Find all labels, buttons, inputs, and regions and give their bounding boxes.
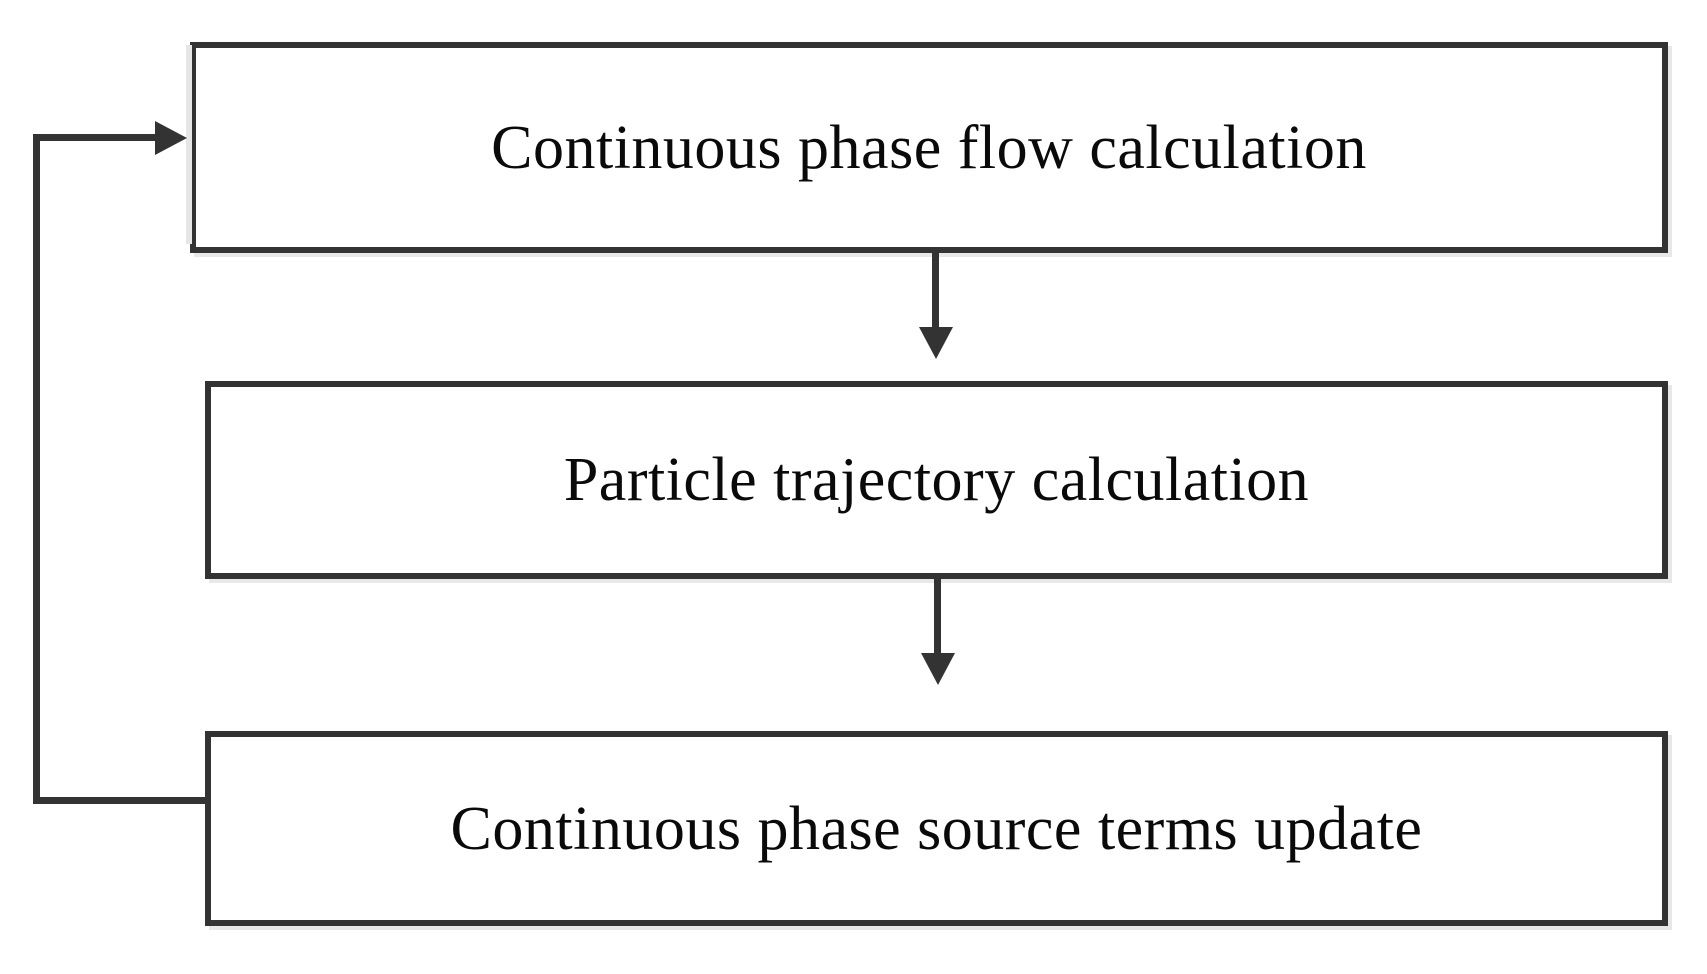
process-box-label: Particle trajectory calculation	[563, 446, 1310, 514]
connector-trajectory-to-source-line	[934, 576, 941, 668]
process-box-label: Continuous phase source terms update	[450, 794, 1423, 863]
process-box-particle-trajectory-calculation[interactable]: Particle trajectory calculation	[205, 381, 1668, 579]
process-box-continuous-phase-flow-calculation[interactable]: Continuous phase flow calculation	[186, 42, 1668, 253]
feedback-loop-top-segment	[33, 134, 160, 141]
process-box-label: Continuous phase flow calculation	[491, 113, 1367, 182]
arrow-down-icon	[919, 327, 953, 359]
process-box-continuous-phase-source-terms-update[interactable]: Continuous phase source terms update	[205, 731, 1668, 926]
connector-flow-to-trajectory-line	[932, 250, 939, 342]
arrow-right-icon	[155, 121, 187, 155]
arrow-down-icon	[921, 653, 955, 685]
feedback-loop-bottom-segment	[33, 797, 211, 804]
feedback-loop-left-segment	[33, 134, 40, 804]
